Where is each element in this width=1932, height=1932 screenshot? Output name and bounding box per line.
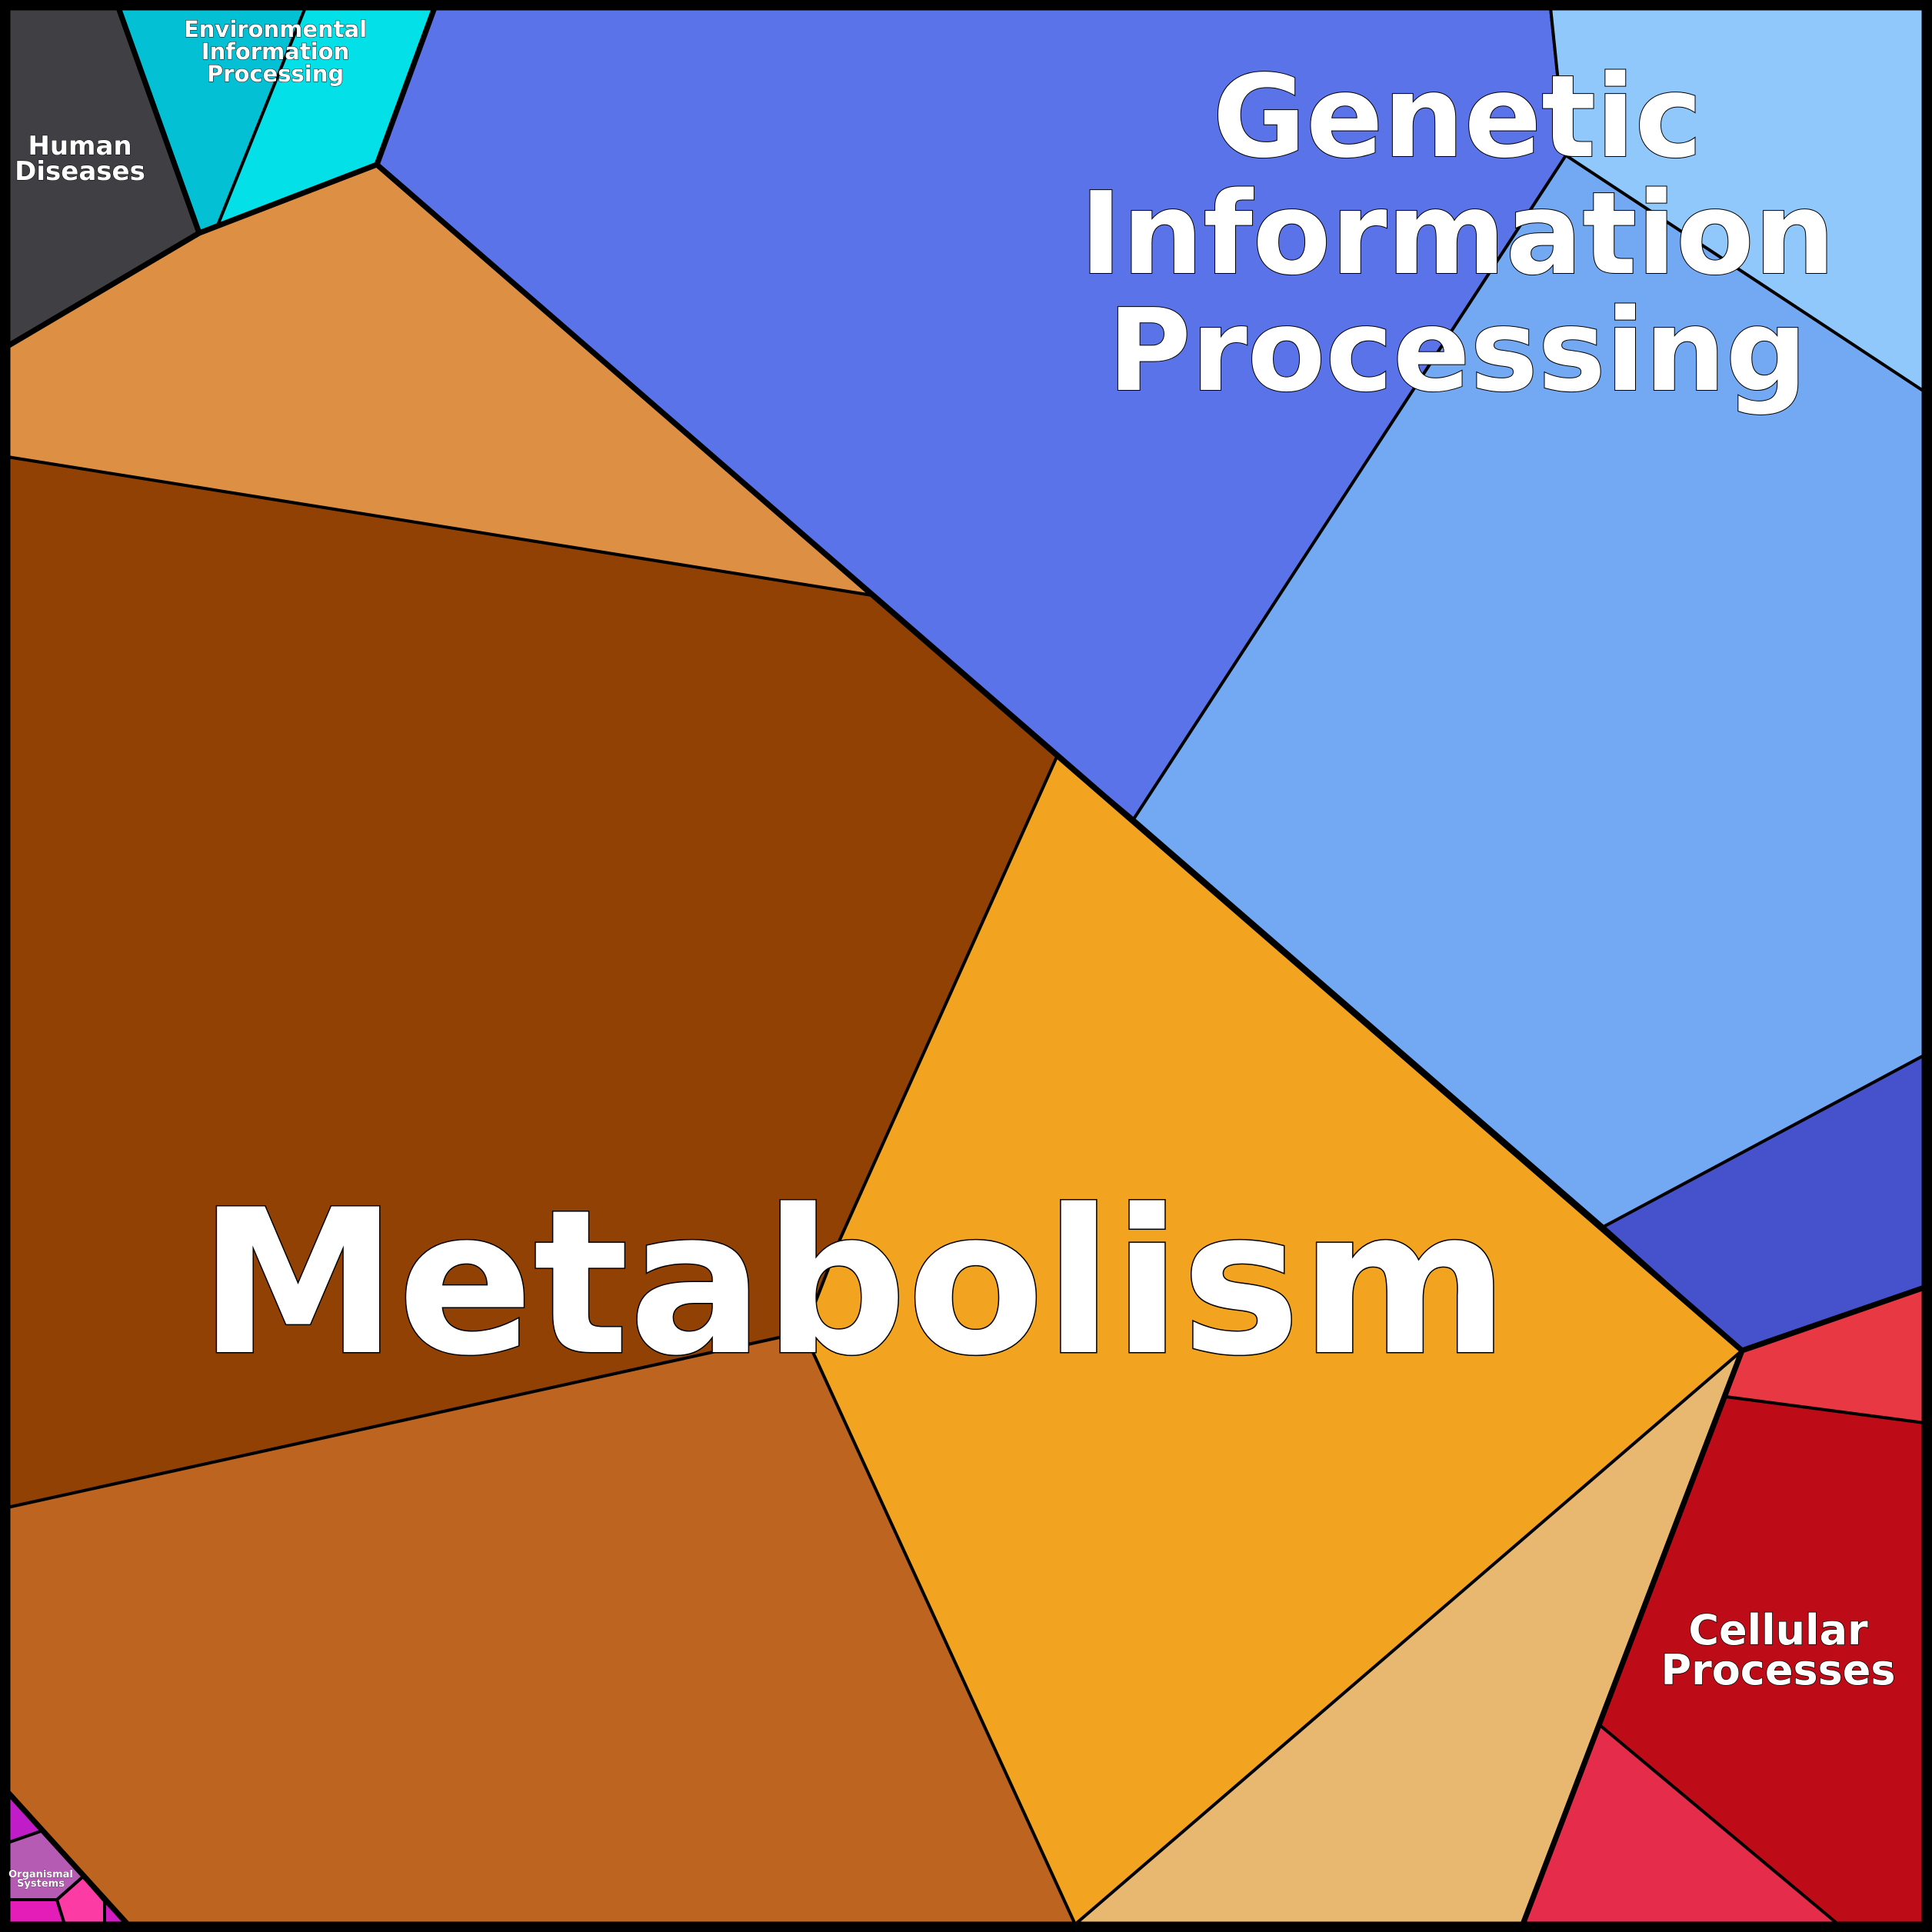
genetic-information-processing-label-line: Information	[1080, 168, 1835, 300]
environmental-information-processing-label-line: Information	[202, 38, 349, 65]
metabolism-label-line: Metabolism	[198, 1168, 1508, 1400]
genetic-information-processing-label-line: Genetic	[1213, 51, 1703, 183]
organismal-systems-label-line: Organismal	[8, 1869, 73, 1880]
organismal-systems-label-line: Systems	[17, 1878, 65, 1890]
cellular-processes-label-line: Cellular	[1688, 1606, 1868, 1654]
human-diseases-label-line: Human	[28, 131, 132, 162]
organismal-cell-magenta	[6, 1898, 66, 1926]
environmental-information-processing-label-line: Processing	[207, 61, 344, 87]
cellular-processes-label-line: Processes	[1661, 1646, 1896, 1694]
environmental-information-processing-label-line: Environmental	[184, 16, 367, 42]
genetic-information-processing-label-line: Processing	[1108, 285, 1807, 417]
human-diseases-label-line: Diseases	[15, 156, 145, 187]
metabolism-label: Metabolism	[198, 1168, 1508, 1400]
